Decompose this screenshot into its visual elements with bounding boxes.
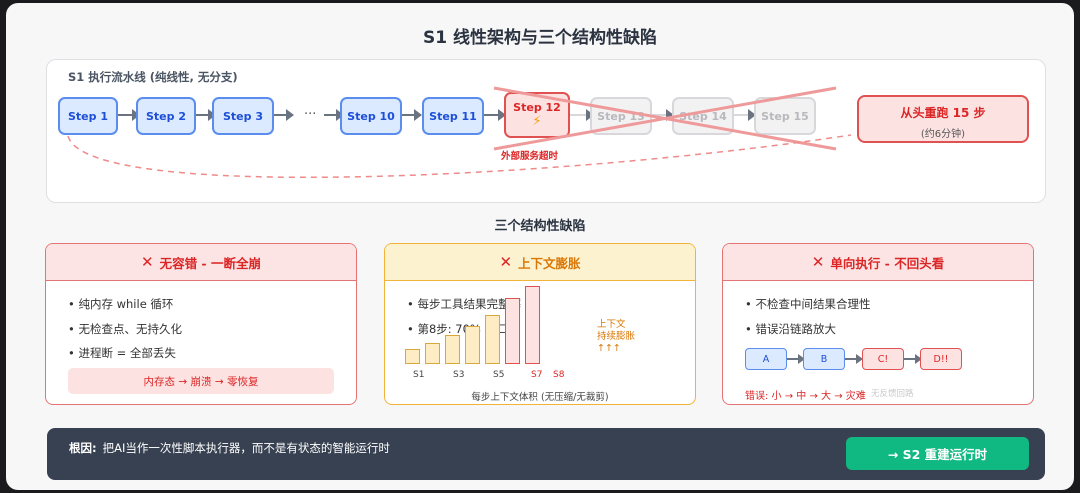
pipeline-label: S1 执行流水线 (纯线性, 无分支): [68, 70, 238, 84]
note-line: 上下文: [597, 319, 626, 330]
defect-card-context-bloat: ✕上下文膨胀 每步工具结果完整塞 第8步: 70% 窗口 S1 S3 S5 S7…: [384, 243, 696, 405]
bullet: 进程断 = 全部丢失: [68, 345, 175, 361]
card-header: ✕ 单向执行 - 不回头看: [723, 244, 1033, 281]
no-feedback-label: 无反馈回路: [871, 389, 914, 399]
restart-path: [67, 134, 852, 179]
arrow: [904, 354, 922, 364]
step-11: Step 11: [422, 97, 484, 135]
node-d: D!!: [920, 348, 962, 370]
step-3: Step 3: [212, 97, 274, 135]
s2-rebuild-button[interactable]: → S2 重建运行时: [846, 437, 1029, 470]
chart-caption: 每步上下文体积 (无压缩/无裁剪): [471, 392, 609, 403]
bullet: 不检查中间结果合理性: [745, 296, 870, 312]
root-cause-bar: 根因: 把AI当作一次性脚本执行器，而不是有状态的智能运行时 → S2 重建运行时: [47, 428, 1045, 480]
context-growth-note: 上下文 持续膨胀 ↑↑↑: [597, 319, 635, 355]
cross-icon: ✕: [811, 253, 825, 271]
card-title: 上下文膨胀: [518, 255, 581, 271]
defects-heading: 三个结构性缺陷: [494, 219, 586, 234]
timeout-label: 外部服务超时: [501, 151, 559, 162]
context-bar: [405, 349, 420, 364]
diagram-canvas: S1 线性架构与三个结构性缺陷 S1 执行流水线 (纯线性, 无分支) Step…: [6, 3, 1074, 490]
node-b: B: [803, 348, 845, 370]
bullet: 错误沿链路放大: [745, 321, 836, 337]
card-header: ✕ 上下文膨胀: [385, 244, 695, 281]
bullet: 纯内存 while 循环: [68, 296, 173, 312]
context-bar: [465, 326, 480, 364]
step-13: Step 13: [590, 97, 652, 135]
step-12-label: Step 12: [513, 101, 561, 114]
bar-label: S1: [413, 370, 425, 380]
crash-flow-pill: 内存态 → 崩溃 → 零恢复: [68, 368, 334, 394]
arrow: [845, 354, 863, 364]
diagram-title: S1 线性架构与三个结构性缺陷: [423, 28, 657, 48]
note-line: 持续膨胀: [597, 331, 636, 342]
restart-title: 从头重跑 15 步: [900, 106, 986, 120]
restart-duration: (约6分钟): [920, 129, 966, 140]
root-cause-text: 把AI当作一次性脚本执行器，而不是有状态的智能运行时: [102, 441, 390, 455]
context-bar: [525, 286, 540, 364]
lightning-icon: ⚡: [532, 114, 542, 129]
card-title: 无容错 - 一断全崩: [159, 255, 261, 271]
arrow: [734, 109, 756, 121]
arrow: [652, 109, 674, 121]
ellipsis: ···: [304, 107, 317, 122]
note-line: ↑↑↑: [597, 343, 621, 354]
bullet: 每步工具结果完整塞: [407, 296, 521, 312]
step-10: Step 10: [340, 97, 402, 135]
bar-label: S3: [453, 370, 465, 380]
bullet: 无检查点、无持久化: [68, 321, 182, 337]
bar-label: S7: [531, 370, 543, 380]
bar-label: S5: [493, 370, 505, 380]
cross-icon: ✕: [499, 253, 513, 271]
arrow: [787, 354, 805, 364]
bar-label: S8: [553, 370, 565, 380]
step-15: Step 15: [754, 97, 816, 135]
context-bar: [425, 343, 440, 364]
step-1: Step 1: [58, 97, 118, 135]
step-2: Step 2: [136, 97, 196, 135]
error-amplification: 错误: 小 → 中 → 大 → 灾难: [745, 391, 866, 402]
arrow: [274, 109, 294, 121]
card-header: ✕ 无容错 - 一断全崩: [46, 244, 356, 281]
restart-box: 从头重跑 15 步 (约6分钟): [857, 95, 1029, 143]
defect-card-one-way: ✕ 单向执行 - 不回头看 不检查中间结果合理性 错误沿链路放大 A B C! D…: [722, 243, 1034, 405]
arrow: [484, 109, 506, 121]
context-bar: [445, 335, 460, 364]
root-cause: 根因: 把AI当作一次性脚本执行器，而不是有状态的智能运行时: [69, 440, 390, 456]
node-a: A: [745, 348, 787, 370]
context-bar-chart: [405, 284, 565, 364]
card-title: 单向执行 - 不回头看: [830, 255, 945, 271]
context-bar: [485, 315, 500, 364]
node-c: C!: [862, 348, 904, 370]
cross-line: [493, 86, 837, 151]
cross-icon: ✕: [141, 253, 154, 271]
root-cause-label: 根因:: [69, 441, 97, 455]
arrow: [402, 109, 422, 121]
defect-card-fault-tolerance: ✕ 无容错 - 一断全崩 纯内存 while 循环 无检查点、无持久化 进程断 =…: [45, 243, 357, 405]
context-bar: [505, 298, 520, 364]
